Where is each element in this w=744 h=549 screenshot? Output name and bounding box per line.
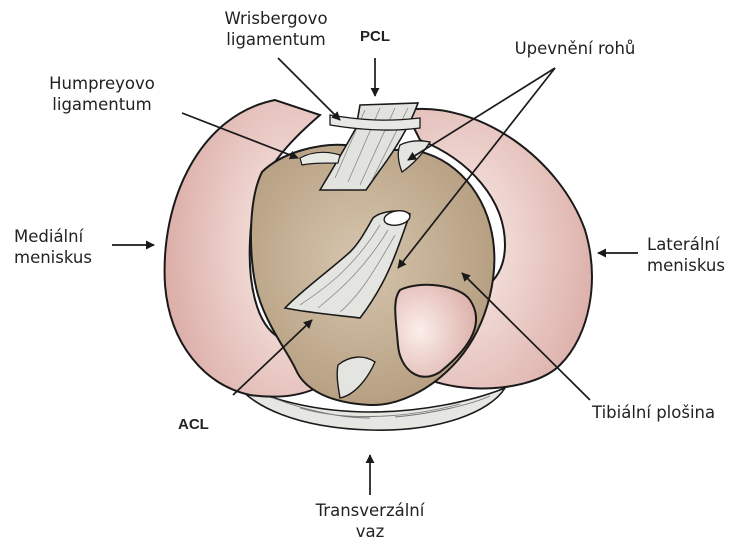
label-humpreyovo-line2: ligamentum	[28, 94, 176, 115]
label-medial-line2: meniskus	[14, 247, 92, 268]
label-transverse-line1: Transverzální	[300, 500, 440, 521]
label-pcl: PCL	[348, 26, 402, 47]
label-transverse-line2: vaz	[300, 521, 440, 542]
label-lateral-meniscus: Laterální meniskus	[647, 234, 725, 276]
label-wrisberg-line1: Wrisbergovo	[210, 8, 342, 29]
label-lateral-line2: meniskus	[647, 255, 725, 276]
label-upevneni-rohu: Upevnění rohů	[505, 38, 645, 59]
label-wrisberg-line2: ligamentum	[210, 29, 342, 50]
label-transverse-ligament: Transverzální vaz	[300, 500, 440, 542]
label-acl: ACL	[178, 414, 209, 435]
label-medial-meniscus: Mediální meniskus	[14, 226, 92, 268]
label-tibial-plateau: Tibiální plošina	[592, 402, 715, 423]
label-medial-line1: Mediální	[14, 226, 92, 247]
label-humpreyovo-line1: Humpreyovo	[28, 73, 176, 94]
label-wrisberg-ligament: Wrisbergovo ligamentum	[210, 8, 342, 50]
label-humpreyovo-ligament: Humpreyovo ligamentum	[28, 73, 176, 115]
label-lateral-line1: Laterální	[647, 234, 725, 255]
